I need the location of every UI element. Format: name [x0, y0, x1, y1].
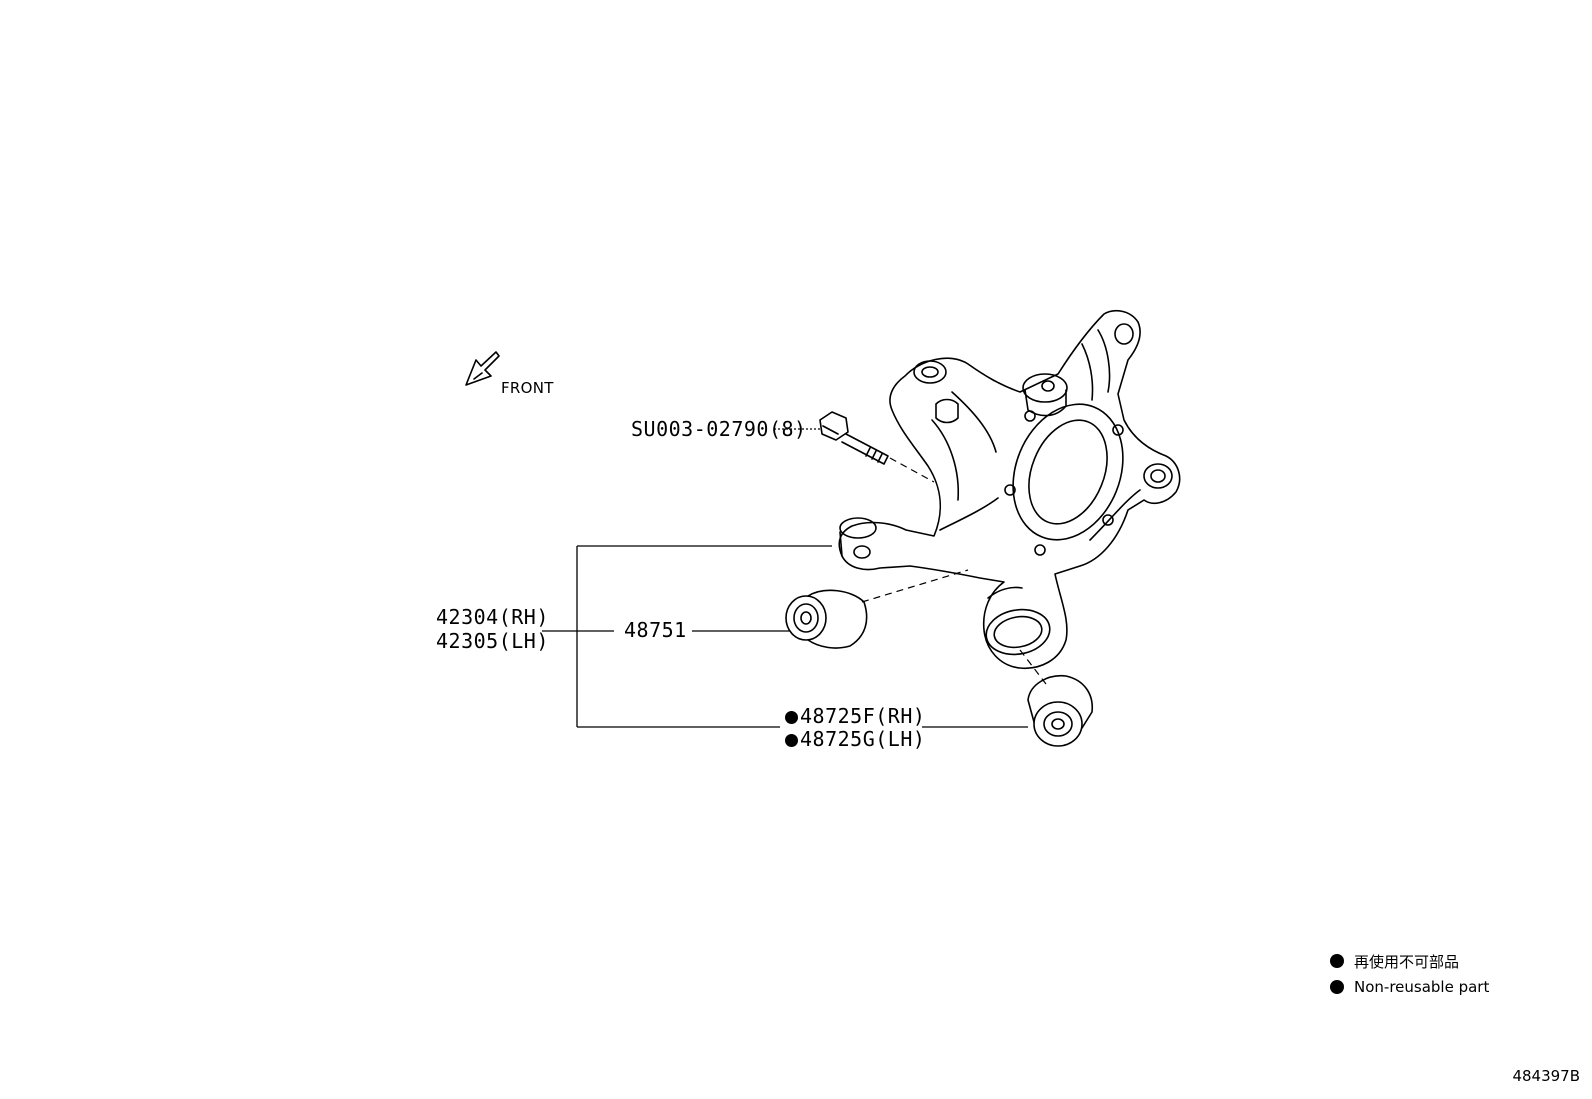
- non-reusable-dot-icon: [1330, 980, 1344, 994]
- steering-knuckle: [838, 309, 1181, 669]
- non-reusable-dot-icon: [785, 734, 798, 747]
- callout-bushing-upper: 48751: [624, 618, 687, 642]
- diagram-id: 484397B: [1512, 1067, 1580, 1085]
- callout-bolt: SU003-02790(8): [631, 417, 807, 441]
- legend-jp-text: 再使用不可部品: [1354, 952, 1460, 971]
- callout-bushing-lh-row: 48725G(LH): [785, 728, 925, 750]
- legend: 再使用不可部品 Non-reusable part: [1330, 948, 1489, 1000]
- front-direction-arrow-icon: [465, 351, 500, 386]
- legend-row-en: Non-reusable part: [1330, 974, 1489, 1000]
- callout-bushing-rh: 48725F(RH): [800, 704, 926, 728]
- flange-bolt: [819, 411, 889, 465]
- non-reusable-dot-icon: [785, 711, 798, 724]
- callout-knuckle-lh: 42305(LH): [436, 629, 549, 653]
- front-label: FRONT: [501, 379, 554, 397]
- legend-row-jp: 再使用不可部品: [1330, 948, 1489, 974]
- bushing-48751: [785, 589, 868, 649]
- callout-bushing-rh-row: 48725F(RH): [785, 705, 925, 727]
- callout-bushing-lh: 48725G(LH): [800, 727, 926, 751]
- bushing-48725: [1027, 675, 1093, 747]
- callout-knuckle-rh: 42304(RH): [436, 605, 549, 629]
- legend-en-text: Non-reusable part: [1354, 978, 1490, 996]
- non-reusable-dot-icon: [1330, 954, 1344, 968]
